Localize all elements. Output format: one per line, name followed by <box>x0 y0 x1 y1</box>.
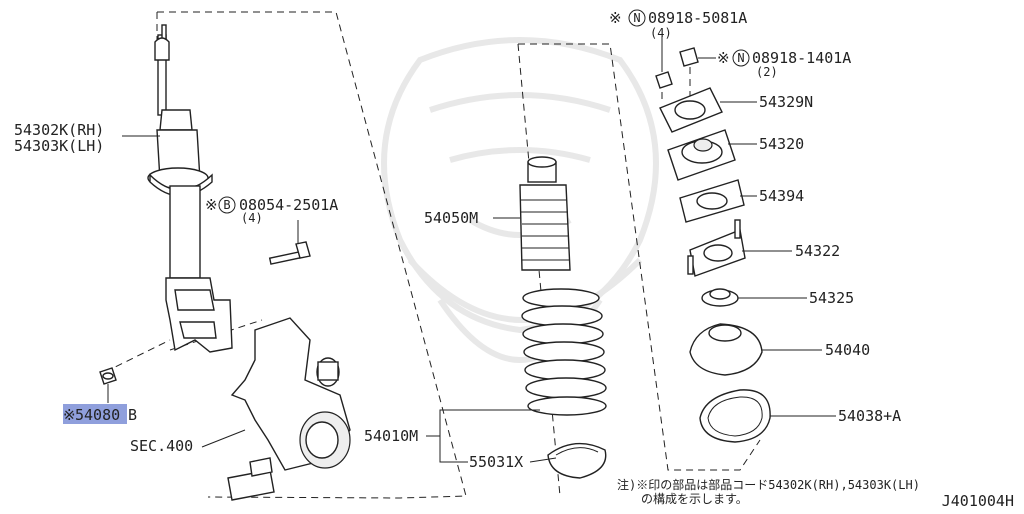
label-bolt-code[interactable]: 08054-2501A <box>239 196 338 214</box>
lower-nut-part[interactable] <box>99 367 117 385</box>
label-small-nut-code[interactable]: 08918-1401A <box>752 49 851 67</box>
bolt-part[interactable] <box>268 241 311 265</box>
label-mount-bracket[interactable]: 54322 <box>795 242 840 260</box>
label-strut-rh[interactable]: 54302K(RH) <box>14 121 104 139</box>
label-lower-nut-suffix: B <box>128 406 137 424</box>
mount-insulator-part[interactable] <box>667 129 736 181</box>
label-spring-seat[interactable]: 54040 <box>825 341 870 359</box>
label-small-nut-prefix: ※ <box>717 49 730 67</box>
footnote-line-2: の構成を示します。 <box>641 492 748 506</box>
label-mount-insulator[interactable]: 54320 <box>759 135 804 153</box>
label-lower-seat[interactable]: 55031X <box>469 453 523 471</box>
leader-lines <box>107 36 836 463</box>
label-strut-lh[interactable]: 54303K(LH) <box>14 137 104 155</box>
circled-b-letter: B <box>223 198 230 212</box>
circled-n-letter-top: N <box>633 11 640 25</box>
label-gasket[interactable]: 54394 <box>759 187 804 205</box>
circled-n-icon-top: N <box>628 9 646 27</box>
circled-b-icon: B <box>218 196 236 214</box>
selected-part-highlight <box>63 404 127 424</box>
label-bolt-qty: (4) <box>241 211 263 225</box>
label-section-ref[interactable]: SEC.400 <box>130 437 193 455</box>
bearing-part[interactable] <box>701 288 739 307</box>
circled-n-icon-small: N <box>732 49 750 67</box>
assembly-boundary-spring <box>517 43 761 497</box>
footnote-line-1: 注)※印の部品は部品コード54302K(RH),54303K(LH) <box>617 477 920 492</box>
label-bound-bumper[interactable]: 54050M <box>424 209 478 227</box>
label-top-nut-code[interactable]: 08918-5081A <box>648 9 747 27</box>
label-small-nut-qty: (2) <box>756 65 778 79</box>
diagram-id: J401004H <box>942 492 1014 510</box>
top-nut-part[interactable] <box>655 71 673 89</box>
label-coil-spring[interactable]: 54010M <box>364 427 418 445</box>
watermark-logo <box>381 37 659 363</box>
upper-spring-seat-part[interactable] <box>689 323 763 376</box>
mount-plate-part[interactable] <box>659 87 723 133</box>
mount-bracket-part[interactable] <box>687 219 746 277</box>
steering-knuckle[interactable] <box>227 317 351 501</box>
assembly-boundary-strut <box>156 11 467 499</box>
label-lower-nut-code[interactable]: 54080 <box>75 406 120 424</box>
lower-spring-seat[interactable] <box>547 442 607 479</box>
strut-assembly[interactable] <box>147 24 233 353</box>
gasket-part[interactable] <box>679 179 745 223</box>
label-top-nut-prefix: ※ <box>609 9 622 27</box>
bound-bumper[interactable] <box>519 156 571 271</box>
small-nut-part[interactable] <box>679 47 699 67</box>
label-mount-plate[interactable]: 54329N <box>759 93 813 111</box>
label-lower-nut-prefix: ※ <box>63 406 76 424</box>
label-bearing[interactable]: 54325 <box>809 289 854 307</box>
label-rubber-seat[interactable]: 54038+A <box>838 407 901 425</box>
coil-spring[interactable] <box>521 288 607 416</box>
rubber-seat-part[interactable] <box>699 389 771 443</box>
circled-n-letter-small: N <box>737 51 744 65</box>
label-bolt-prefix: ※ <box>205 196 218 214</box>
label-top-nut-qty: (4) <box>650 26 672 40</box>
